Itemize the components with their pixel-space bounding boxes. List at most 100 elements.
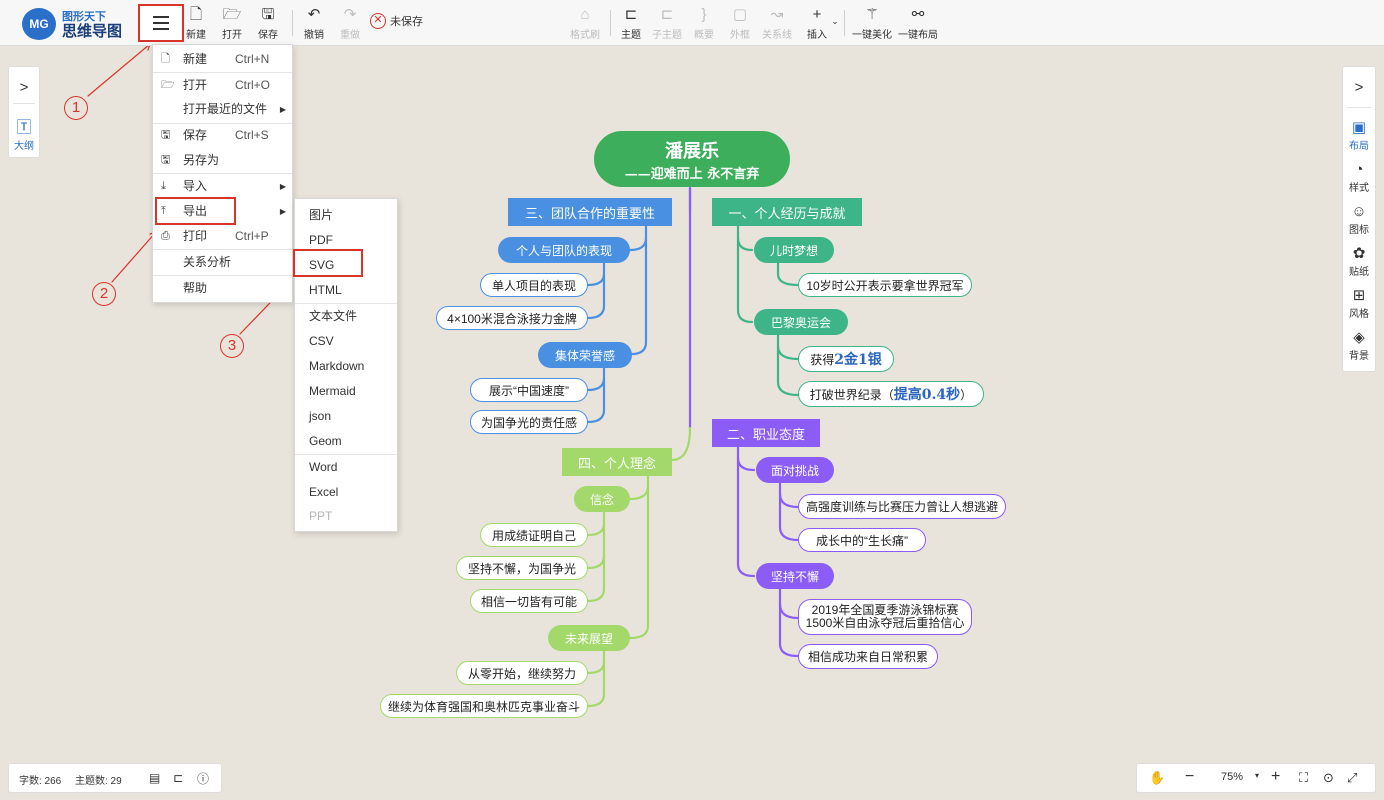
export-excel[interactable]: Excel [309, 485, 339, 499]
format-brush-icon: ⌂ [580, 6, 590, 23]
b2-leaf-1[interactable]: 高强度训练与比赛压力曾让人想逃避 [798, 494, 1006, 519]
b2-sub-challenge[interactable]: 面对挑战 [756, 457, 834, 483]
menu-item-relation-analysis[interactable]: 关系分析 [183, 255, 232, 269]
hamburger-icon [153, 16, 169, 18]
outline-frame-button[interactable]: ▢外框 [730, 6, 750, 41]
menu-item-save-as[interactable]: 🖫另存为 [153, 148, 292, 173]
root-topic[interactable]: 潘展乐 ——迎难而上 永不言弃 [594, 131, 790, 187]
export-text[interactable]: 文本文件 [309, 309, 358, 323]
export-json[interactable]: json [309, 409, 332, 423]
b4-leaf-3[interactable]: 相信一切皆有可能 [470, 589, 588, 613]
menu-item-recent[interactable]: 打开最近的文件▶ [153, 97, 292, 122]
b3-sub-individual[interactable]: 个人与团队的表现 [498, 237, 630, 263]
b1-leaf-1[interactable]: 10岁时公开表示要拿世界冠军 [798, 273, 972, 297]
mindmap-view-icon[interactable]: ⊏ [173, 771, 184, 785]
save-icon: 🖫 [161, 129, 171, 141]
zoom-in-button[interactable]: + [1271, 768, 1281, 785]
icon-panel-button[interactable]: ☺图标 [1343, 203, 1375, 236]
b1-sub-paris[interactable]: 巴黎奥运会 [754, 309, 848, 335]
open-button[interactable]: 🗁打开 [222, 6, 242, 41]
branch-4[interactable]: 四、个人理念 [562, 448, 672, 476]
hand-tool-icon[interactable]: ✋ [1149, 770, 1166, 785]
auto-layout-button[interactable]: ⚯一键布局 [898, 6, 938, 41]
unsaved-status: ✕ 未保存 [370, 13, 423, 29]
outline-button[interactable]: 🅃 大纲 [9, 119, 39, 152]
b4-leaf-2[interactable]: 坚持不懈，为国争光 [456, 556, 588, 580]
expand-right-button[interactable]: > [1343, 79, 1375, 96]
theme-panel-button[interactable]: ⊞风格 [1343, 287, 1375, 320]
topic-icon: ⊏ [624, 6, 638, 23]
summary-button[interactable]: }概要 [694, 6, 714, 41]
center-icon[interactable]: ⊙ [1323, 770, 1334, 785]
subtopic-button[interactable]: ⊏子主题 [652, 6, 682, 41]
background-panel-button[interactable]: ◈背景 [1343, 329, 1375, 362]
b1-leaf-record[interactable]: 打破世界纪录（提高0.4秒） [798, 381, 984, 407]
main-menu-button[interactable] [138, 4, 184, 42]
b1-sub-dream[interactable]: 儿时梦想 [754, 237, 834, 263]
b2-leaf-2[interactable]: 成长中的“生长痛” [798, 528, 926, 552]
insert-dropdown[interactable]: ⌄ [830, 16, 840, 52]
zoom-level[interactable]: 75% [1221, 771, 1244, 783]
b4-sub-future[interactable]: 未来展望 [548, 625, 630, 651]
folder-icon: 🗁 [161, 79, 175, 91]
format-brush-button[interactable]: ⌂格式刷 [570, 6, 600, 41]
layout-panel-button[interactable]: ▣布局 [1343, 119, 1375, 152]
undo-button[interactable]: ↶撤销 [304, 6, 324, 41]
save-as-icon: 🖫 [161, 154, 171, 166]
new-button[interactable]: 🗋新建 [186, 6, 206, 41]
b4-sub-belief[interactable]: 信念 [574, 486, 630, 512]
b2-leaf-4[interactable]: 相信成功来自日常积累 [798, 644, 938, 669]
b2-sub-persist[interactable]: 坚持不懈 [756, 563, 834, 589]
zoom-dropdown-icon[interactable]: ▾ [1255, 771, 1260, 780]
menu-item-help[interactable]: 帮助 [183, 281, 208, 295]
fullscreen-icon[interactable]: ⤢ [1347, 770, 1358, 785]
export-html[interactable]: HTML [309, 283, 342, 297]
b3-sub-honor[interactable]: 集体荣誉感 [538, 342, 632, 368]
export-ppt[interactable]: PPT [309, 509, 333, 523]
export-svg[interactable]: SVG [309, 258, 335, 272]
zoom-out-button[interactable]: − [1185, 768, 1195, 785]
beautify-button[interactable]: ⚚一键美化 [852, 6, 892, 41]
b3-leaf-3[interactable]: 展示“中国速度” [470, 378, 588, 402]
insert-button[interactable]: +插入 [804, 6, 830, 42]
export-word[interactable]: Word [309, 460, 338, 474]
branch-3[interactable]: 三、团队合作的重要性 [508, 198, 672, 226]
b3-leaf-1[interactable]: 单人项目的表现 [480, 273, 588, 297]
b4-leaf-4[interactable]: 从零开始，继续努力 [456, 661, 588, 685]
export-image[interactable]: 图片 [309, 208, 334, 222]
export-geom[interactable]: Geom [309, 434, 342, 448]
info-icon[interactable]: ⓘ [197, 772, 210, 786]
relation-line-button[interactable]: ↝关系线 [762, 6, 792, 41]
b4-leaf-5[interactable]: 继续为体育强国和奥林匹克事业奋斗 [380, 694, 588, 718]
menu-item-import[interactable]: ⤓导入▶ [153, 174, 292, 199]
outline-view-icon[interactable]: ▤ [149, 771, 161, 785]
style-panel-button[interactable]: ◔样式 [1343, 161, 1375, 194]
export-markdown[interactable]: Markdown [309, 359, 365, 373]
annotation-1: 1 [64, 96, 88, 120]
redo-button[interactable]: ↷重做 [340, 6, 360, 41]
sticker-panel-button[interactable]: ✿贴纸 [1343, 245, 1375, 278]
submenu-arrow-icon: ▶ [279, 182, 286, 191]
branch-1[interactable]: 一、个人经历与成就 [712, 198, 862, 226]
b3-leaf-2[interactable]: 4×100米混合泳接力金牌 [436, 306, 588, 330]
export-csv[interactable]: CSV [309, 334, 334, 348]
fit-view-icon[interactable]: ⛶ [1299, 770, 1309, 785]
branch-2[interactable]: 二、职业态度 [712, 419, 820, 447]
topic-button[interactable]: ⊏主题 [618, 6, 644, 42]
submenu-arrow-icon: ▶ [279, 105, 286, 114]
left-panel: > 🅃 大纲 [8, 66, 40, 158]
b2-leaf-3[interactable]: 2019年全国夏季游泳锦标赛 1500米自由泳夺冠后重拾信心 [798, 599, 972, 635]
save-button[interactable]: 🖫保存 [258, 6, 278, 41]
menu-item-export[interactable]: ⤒导出▶ [153, 199, 292, 224]
b4-leaf-1[interactable]: 用成绩证明自己 [480, 523, 588, 547]
export-pdf[interactable]: PDF [309, 233, 333, 247]
export-mermaid[interactable]: Mermaid [309, 384, 356, 398]
summary-icon: } [701, 6, 707, 23]
expand-left-button[interactable]: > [9, 79, 39, 96]
b3-leaf-4[interactable]: 为国争光的责任感 [470, 410, 588, 434]
